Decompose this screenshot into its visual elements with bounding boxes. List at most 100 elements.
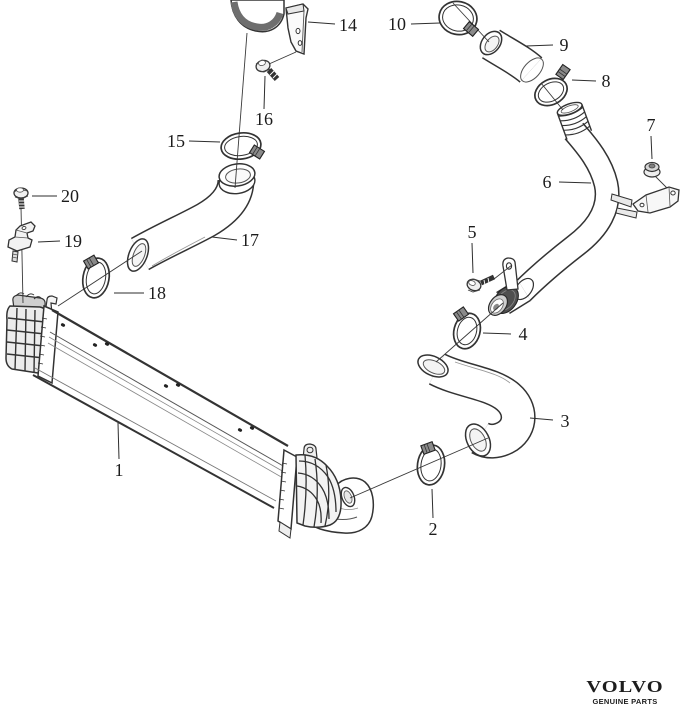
callout-leader-19 bbox=[37, 240, 61, 243]
assembly-line-tank-to-hose17 bbox=[57, 250, 143, 307]
clamp-4 bbox=[452, 306, 482, 350]
right-plate-foot bbox=[278, 521, 292, 539]
assembly-line-grommet7-to-bracket bbox=[654, 175, 668, 189]
bracket-for-grommet-7 bbox=[610, 186, 680, 219]
bracket-19 bbox=[7, 221, 36, 263]
pipe-6-body bbox=[514, 123, 619, 300]
hose-9-end-rim bbox=[520, 57, 544, 83]
elbow-opening-inner bbox=[343, 490, 353, 504]
callout-number-5: 5 bbox=[468, 222, 477, 242]
clamp-18 bbox=[81, 254, 111, 299]
bracket-7-hole-1 bbox=[670, 190, 676, 196]
pipe-6-connector bbox=[487, 257, 535, 316]
callout-number-6: 6 bbox=[543, 172, 552, 192]
clamp-10-screw bbox=[462, 20, 480, 38]
assembly-line-connector-to-hose3 bbox=[435, 302, 504, 363]
core-seam-3 bbox=[47, 342, 284, 479]
callout-number-3: 3 bbox=[561, 411, 570, 431]
callout-number-1: 1 bbox=[115, 460, 124, 480]
brand-name: VOLVO bbox=[586, 677, 664, 697]
hose-3 bbox=[417, 353, 536, 459]
callout-leader-4 bbox=[482, 332, 512, 335]
core-top-edge bbox=[51, 309, 289, 447]
hose-9 bbox=[479, 29, 544, 84]
pipe-6-ribbed-end bbox=[556, 101, 593, 140]
hose-3-highlight bbox=[454, 361, 511, 384]
core-rivet-dots bbox=[60, 323, 255, 432]
assembly-line-stub-to-hose17 bbox=[234, 32, 248, 189]
core-seam-1 bbox=[49, 331, 286, 468]
hose-3-body bbox=[429, 354, 535, 458]
core-bottom-edge bbox=[32, 374, 275, 509]
callout-number-8: 8 bbox=[602, 71, 611, 91]
callout-leader-2 bbox=[431, 488, 434, 519]
volvo-logo: VOLVO GENUINE PARTS bbox=[570, 677, 680, 706]
clamp-15-screw bbox=[248, 144, 266, 160]
bracket-7-hole-2 bbox=[639, 202, 645, 208]
grommet-7-hole bbox=[648, 163, 656, 169]
clamp-18-screw bbox=[82, 254, 100, 270]
right-tank-cross-ribs bbox=[302, 454, 330, 528]
callout-leader-9 bbox=[525, 44, 554, 47]
callout-number-4: 4 bbox=[519, 324, 528, 344]
callout-leader-1 bbox=[117, 422, 120, 460]
assembly-line-bolt20-to-tank bbox=[20, 206, 24, 304]
callout-number-15: 15 bbox=[167, 131, 185, 151]
pipe-6 bbox=[487, 101, 620, 316]
right-mount-tab-hole bbox=[306, 446, 314, 454]
right-tank-grid bbox=[295, 453, 342, 529]
callout-number-9: 9 bbox=[560, 35, 569, 55]
bolt-5 bbox=[466, 274, 496, 293]
left-tank-grid-horizontals bbox=[6, 317, 46, 359]
clamp-4-screw bbox=[452, 306, 470, 322]
callout-number-19: 19 bbox=[64, 231, 82, 251]
bracket-19-stud bbox=[11, 250, 19, 263]
callout-number-14: 14 bbox=[339, 15, 357, 35]
bracket-7-tab-1 bbox=[610, 193, 633, 208]
assembly-line-bracket14-to-bolt16 bbox=[268, 51, 297, 65]
bolt-16 bbox=[255, 59, 280, 81]
callout-number-2: 2 bbox=[429, 519, 438, 539]
hose-17-lower-opening-inner bbox=[131, 243, 147, 267]
clamp-8 bbox=[534, 63, 571, 107]
hose-17 bbox=[126, 163, 256, 272]
callout-number-16: 16 bbox=[255, 109, 273, 129]
clamp-2 bbox=[416, 441, 446, 486]
hose-3-end-opening-inner bbox=[469, 428, 487, 452]
core-seam-2 bbox=[48, 336, 285, 473]
bracket-14-hole-2 bbox=[297, 40, 303, 46]
left-plate-ticks bbox=[37, 317, 48, 365]
callout-leader-15 bbox=[188, 140, 221, 143]
callout-leader-7 bbox=[650, 135, 653, 160]
callout-leader-5 bbox=[471, 242, 474, 274]
assembly-line-elbow-to-hose3 bbox=[349, 437, 489, 499]
callout-number-10: 10 bbox=[388, 14, 406, 34]
pipe-stub-dark-band bbox=[230, 1, 284, 31]
connector-tab-hole bbox=[505, 262, 513, 270]
pipe-stub-and-bracket-14 bbox=[230, 0, 309, 55]
bracket-14-hole-1 bbox=[295, 27, 301, 35]
callout-number-7: 7 bbox=[647, 115, 656, 135]
callout-number-18: 18 bbox=[148, 283, 166, 303]
bracket-7-plate bbox=[632, 186, 680, 214]
callout-leader-16 bbox=[263, 75, 266, 110]
assembly-lines bbox=[20, 2, 668, 499]
assembly-line-bolt5-to-tab bbox=[493, 264, 513, 280]
callout-leader-8 bbox=[571, 79, 597, 82]
callout-leader-14 bbox=[307, 21, 336, 25]
clamp-2-screw bbox=[420, 441, 436, 455]
hose-17-top-opening-inner bbox=[225, 168, 251, 184]
bracket-19-hole bbox=[21, 226, 27, 230]
hose-17-highlight bbox=[151, 236, 206, 267]
bracket-14-fold bbox=[301, 10, 305, 53]
grommet-7 bbox=[643, 161, 661, 178]
assembly-line-hose9-to-pipe6 bbox=[540, 82, 564, 111]
right-plate-ticks bbox=[278, 462, 288, 510]
bolt-20 bbox=[13, 187, 29, 210]
callout-leader-10 bbox=[410, 22, 441, 25]
core-bottom-seam bbox=[34, 367, 277, 502]
clamp-15 bbox=[220, 131, 266, 161]
brand-tagline: GENUINE PARTS bbox=[592, 697, 658, 706]
